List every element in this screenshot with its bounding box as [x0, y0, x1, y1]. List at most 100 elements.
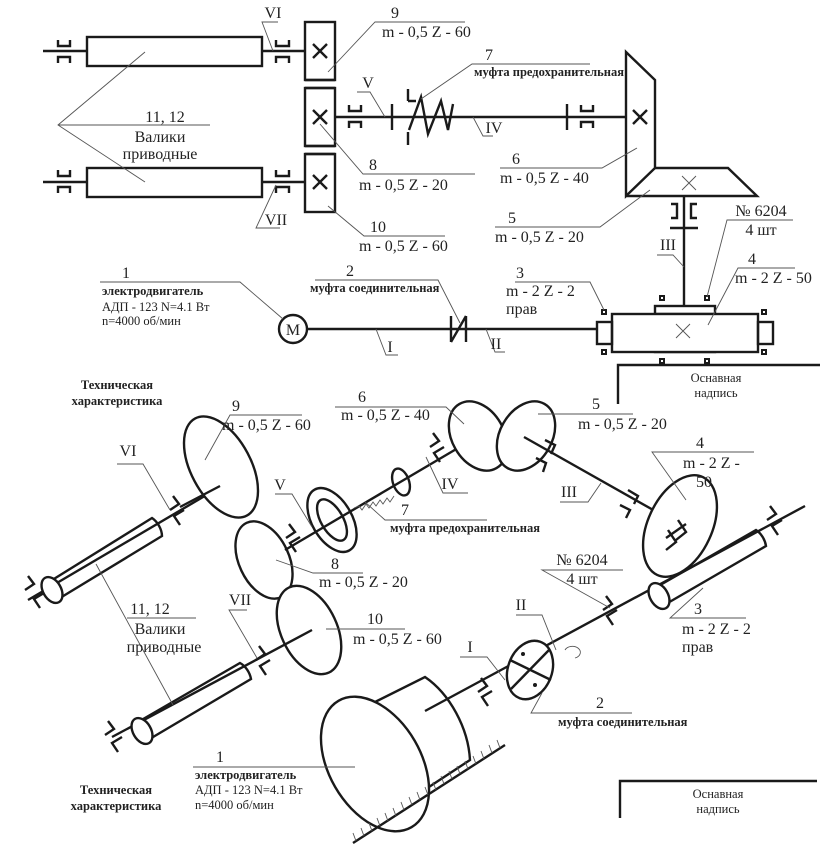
gear-9-spec: m - 0,5 Z - 60 — [382, 24, 471, 41]
shaft-label-ii: II — [491, 336, 502, 353]
iso-worm-wheel-4-spec: 50 — [696, 474, 712, 491]
shaft-label-vi: VI — [265, 5, 282, 22]
gear-6-spec: m - 0,5 Z - 40 — [500, 170, 589, 187]
iso-bearing-qty: 4 шт — [566, 571, 597, 588]
title-block-text: Оснавная — [691, 371, 742, 385]
rollers-name: приводные — [123, 146, 198, 163]
iso-shaft-label-i: I — [467, 639, 472, 656]
iso-motor-1-number: 1 — [216, 749, 224, 766]
motor-symbol: M — [286, 322, 300, 339]
bearing-qty: 4 шт — [745, 222, 776, 239]
title-block-text: Оснавная — [693, 787, 744, 801]
worm-3-number: 3 — [516, 265, 524, 282]
tech-spec-label: характеристика — [72, 394, 163, 408]
iso-worm-3-number: 3 — [694, 601, 702, 618]
bearing-icon — [255, 645, 271, 676]
shaft-label-iii: III — [660, 237, 676, 254]
title-block-text: надпись — [696, 802, 740, 816]
shaft-label-iv: IV — [486, 120, 503, 137]
gear-stack-9-8-10 — [303, 20, 337, 214]
iso-roller-upper — [24, 485, 221, 609]
bearing-icon — [56, 170, 72, 193]
iso-worm-shaft — [424, 504, 806, 713]
iso-shaft-label-v: V — [274, 477, 286, 494]
bearing-icon — [619, 488, 640, 519]
iso-gear-9-spec: m - 0,5 Z - 60 — [222, 417, 311, 434]
iso-shaft-label-ii: II — [516, 597, 527, 614]
bearing-icon — [535, 438, 557, 473]
iso-tech-spec-label: Техническая — [80, 783, 152, 797]
shaft-iv-v — [335, 89, 626, 145]
bearing-icon — [274, 170, 291, 193]
iso-clutch-7-name: муфта предохранительная — [390, 521, 540, 535]
worm-3-spec: m - 2 Z - 2 — [506, 283, 575, 300]
iso-gear-6-spec: m - 0,5 Z - 40 — [341, 407, 430, 424]
iso-clutch-2-name: муфта соединительная — [558, 715, 688, 729]
bearing-icon — [766, 505, 783, 536]
bearing-icon — [579, 105, 595, 128]
gear-5-number: 5 — [508, 210, 516, 227]
gear-10-number: 10 — [370, 219, 386, 236]
shaft-label-vii: VII — [265, 212, 287, 229]
iso-shaft-label-iii: III — [561, 484, 577, 501]
iso-bearing-number: № 6204 — [556, 552, 607, 569]
rollers-number: 11, 12 — [145, 109, 184, 126]
iso-gear-5 — [495, 400, 557, 472]
iso-motor-1-name: электродвигатель — [195, 768, 297, 782]
title-block-top: Оснавная надпись — [616, 363, 820, 404]
isometric-view: Оснавная надпись 9 m - 0,5 Z - 60 VI 6 m… — [24, 389, 817, 845]
bearing-icon — [169, 495, 185, 526]
bearing-icon — [477, 677, 493, 707]
bearing-icon — [56, 40, 72, 63]
title-block-text: надпись — [694, 386, 738, 400]
iso-tech-spec-label: характеристика — [71, 799, 162, 813]
bearing-number: № 6204 — [735, 203, 786, 220]
gear-6-number: 6 — [512, 151, 520, 168]
iso-shaft-iv-v — [284, 432, 476, 554]
roller-lower — [43, 166, 305, 199]
roller-upper — [43, 35, 305, 68]
iso-worm-wheel-4 — [641, 474, 719, 578]
iso-shaft-label-iv: IV — [442, 476, 459, 493]
motor-1-name: электродвигатель — [102, 284, 204, 298]
iso-gear-8-number: 8 — [331, 556, 339, 573]
bearing-icon — [104, 720, 123, 753]
iso-rollers-number: 11, 12 — [130, 601, 169, 618]
iso-motor-1-model: АДП - 123 N=4.1 Вт — [195, 783, 303, 797]
iso-clutch-2-number: 2 — [596, 695, 604, 712]
iso-gear-10 — [275, 584, 343, 676]
iso-gear-9 — [182, 415, 260, 519]
iso-gear-10-spec: m - 0,5 Z - 60 — [353, 631, 442, 648]
clutch-7-number: 7 — [485, 47, 493, 64]
plan-view: M Оснавная надпись 11, 12 Валики приводн… — [43, 5, 820, 408]
gear-5-spec: m - 0,5 Z - 20 — [495, 229, 584, 246]
iso-motor-1 — [319, 675, 506, 845]
title-block-bottom: Оснавная надпись — [618, 779, 817, 818]
iso-worm-wheel-4-number: 4 — [696, 435, 704, 452]
iso-shaft-label-vii: VII — [229, 592, 251, 609]
iso-worm-wheel-4-spec: m - 2 Z - — [683, 455, 740, 472]
iso-gear-8-spec: m - 0,5 Z - 20 — [319, 574, 408, 591]
motor-1-speed: n=4000 об/мин — [102, 314, 181, 328]
motor-drive-line: M — [277, 313, 597, 345]
worm-wheel-4-number: 4 — [748, 251, 756, 268]
rollers-name: Валики — [135, 129, 186, 146]
motor-1-model: АДП - 123 N=4.1 Вт — [102, 300, 210, 314]
worm-wheel-4-spec: m - 2 Z - 50 — [735, 270, 812, 287]
iso-gear-6-number: 6 — [358, 389, 366, 406]
worm-3-hand: прав — [506, 301, 538, 318]
clutch-2-name: муфта соединительная — [310, 281, 440, 295]
rotation-arrow-icon — [564, 645, 581, 659]
bearing-icon — [285, 523, 301, 553]
bearing-icon — [274, 40, 291, 63]
bearing-icon — [24, 575, 45, 609]
shaft-label-i: I — [387, 339, 392, 356]
iso-gear-5-spec: m - 0,5 Z - 20 — [578, 416, 667, 433]
iso-shaft-label-vi: VI — [120, 443, 137, 460]
bevel-gears-6-5 — [624, 49, 760, 199]
iso-rollers-name: Валики — [135, 621, 186, 638]
worm-gear-box — [595, 295, 775, 364]
gear-8-spec: m - 0,5 Z - 20 — [359, 177, 448, 194]
clutch-7-name: муфта предохранительная — [474, 65, 624, 79]
